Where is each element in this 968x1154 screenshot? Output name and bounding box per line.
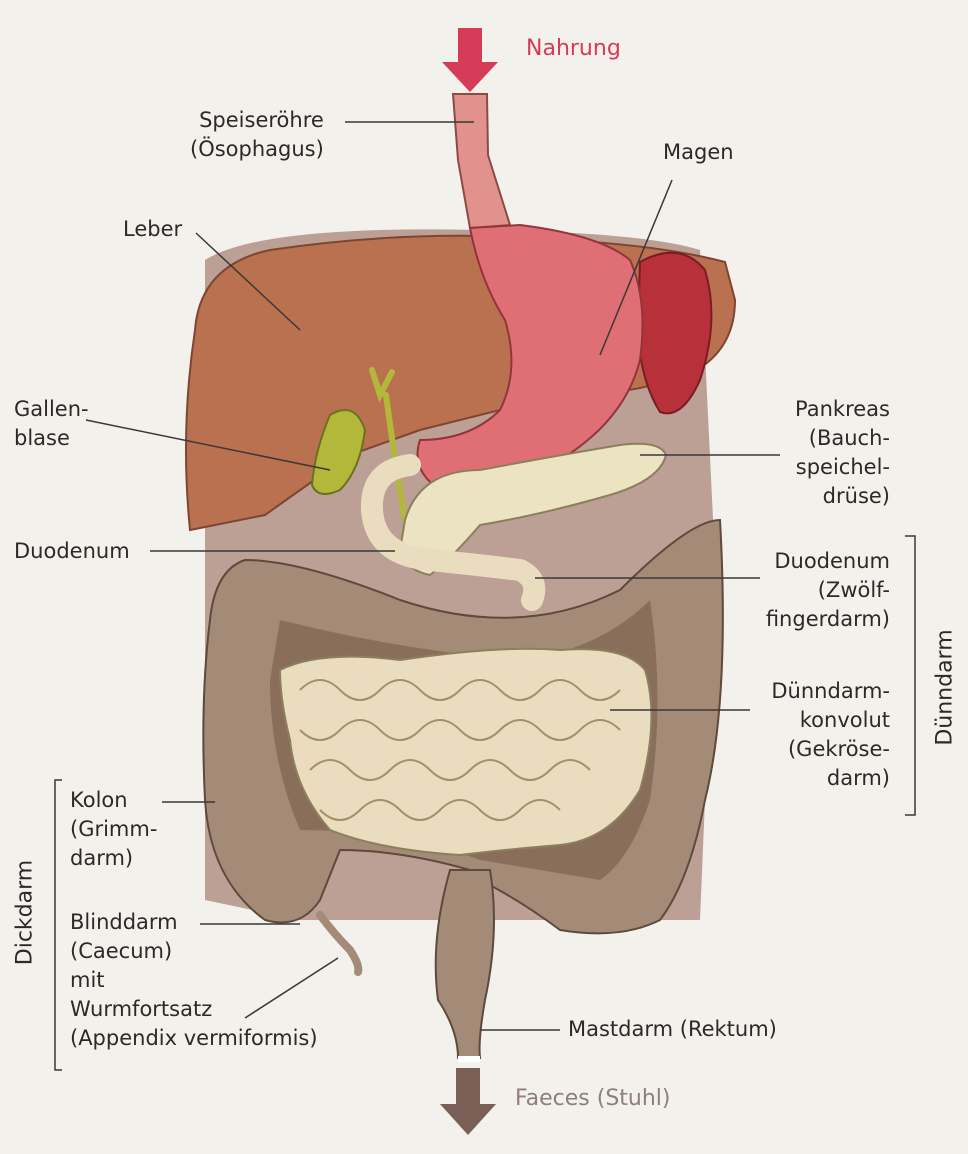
- bracket-duenndarm: [905, 536, 915, 815]
- faeces-output-label: Faeces (Stuhl): [515, 1084, 671, 1113]
- label-pankreas-line3: speichel-: [760, 453, 890, 482]
- rectum-end-marker: [458, 1056, 480, 1062]
- faeces-output-arrow: [440, 1068, 496, 1135]
- label-gallenblase-line2: blase: [14, 424, 89, 453]
- appendix-shape: [320, 915, 358, 972]
- label-mastdarm-line1: Mastdarm (Rektum): [568, 1015, 777, 1044]
- oesophagus-shape: [453, 94, 510, 228]
- label-oesophagus: Speiseröhre (Ösophagus): [190, 106, 324, 164]
- label-oesophagus-line2: (Ösophagus): [190, 135, 324, 164]
- label-duenndarmkonvolut-line1: Dünndarm-: [750, 677, 890, 706]
- label-kolon-line1: Kolon: [70, 786, 157, 815]
- label-kolon-line3: darm): [70, 844, 157, 873]
- label-blinddarm-line1: Blinddarm: [70, 908, 318, 937]
- label-duodenum-right: Duodenum (Zwölf- fingerdarm): [748, 547, 890, 634]
- label-pankreas-line2: (Bauch-: [760, 424, 890, 453]
- label-blinddarm-line3: mit: [70, 966, 318, 995]
- food-input-arrow: [442, 28, 498, 92]
- label-kolon: Kolon (Grimm- darm): [70, 786, 157, 873]
- label-duodenum-right-line3: fingerdarm): [748, 605, 890, 634]
- label-leber: Leber: [123, 215, 182, 244]
- label-pankreas-line4: drüse): [760, 482, 890, 511]
- group-label-dickdarm: Dickdarm: [13, 858, 38, 968]
- label-duodenum-right-line1: Duodenum: [748, 547, 890, 576]
- label-mastdarm: Mastdarm (Rektum): [568, 1015, 777, 1044]
- label-magen-line1: Magen: [663, 138, 734, 167]
- label-gallenblase-line1: Gallen-: [14, 395, 89, 424]
- label-blinddarm-line4: Wurmfortsatz: [70, 995, 318, 1024]
- label-duenndarmkonvolut-line4: darm): [750, 764, 890, 793]
- label-pankreas: Pankreas (Bauch- speichel- drüse): [760, 395, 890, 511]
- label-duenndarmkonvolut-line3: (Gekröse-: [750, 735, 890, 764]
- small-intestine-shape: [280, 649, 651, 855]
- label-duenndarmkonvolut: Dünndarm- konvolut (Gekröse- darm): [750, 677, 890, 793]
- label-blinddarm-line5: (Appendix vermiformis): [70, 1024, 318, 1053]
- label-oesophagus-line1: Speiseröhre: [190, 106, 324, 135]
- group-label-duenndarm: Dünndarm: [933, 623, 958, 753]
- label-duodenum-right-line2: (Zwölf-: [748, 576, 890, 605]
- label-duenndarmkonvolut-line2: konvolut: [750, 706, 890, 735]
- food-input-label: Nahrung: [526, 34, 621, 63]
- bracket-dickdarm: [55, 780, 62, 1070]
- label-pankreas-line1: Pankreas: [760, 395, 890, 424]
- label-kolon-line2: (Grimm-: [70, 815, 157, 844]
- label-blinddarm-line2: (Caecum): [70, 937, 318, 966]
- label-duodenum-left-line1: Duodenum: [14, 537, 130, 566]
- label-duodenum-left: Duodenum: [14, 537, 130, 566]
- label-magen: Magen: [663, 138, 734, 167]
- label-leber-line1: Leber: [123, 215, 182, 244]
- label-gallenblase: Gallen- blase: [14, 395, 89, 453]
- label-blinddarm: Blinddarm (Caecum) mit Wurmfortsatz (App…: [70, 908, 318, 1053]
